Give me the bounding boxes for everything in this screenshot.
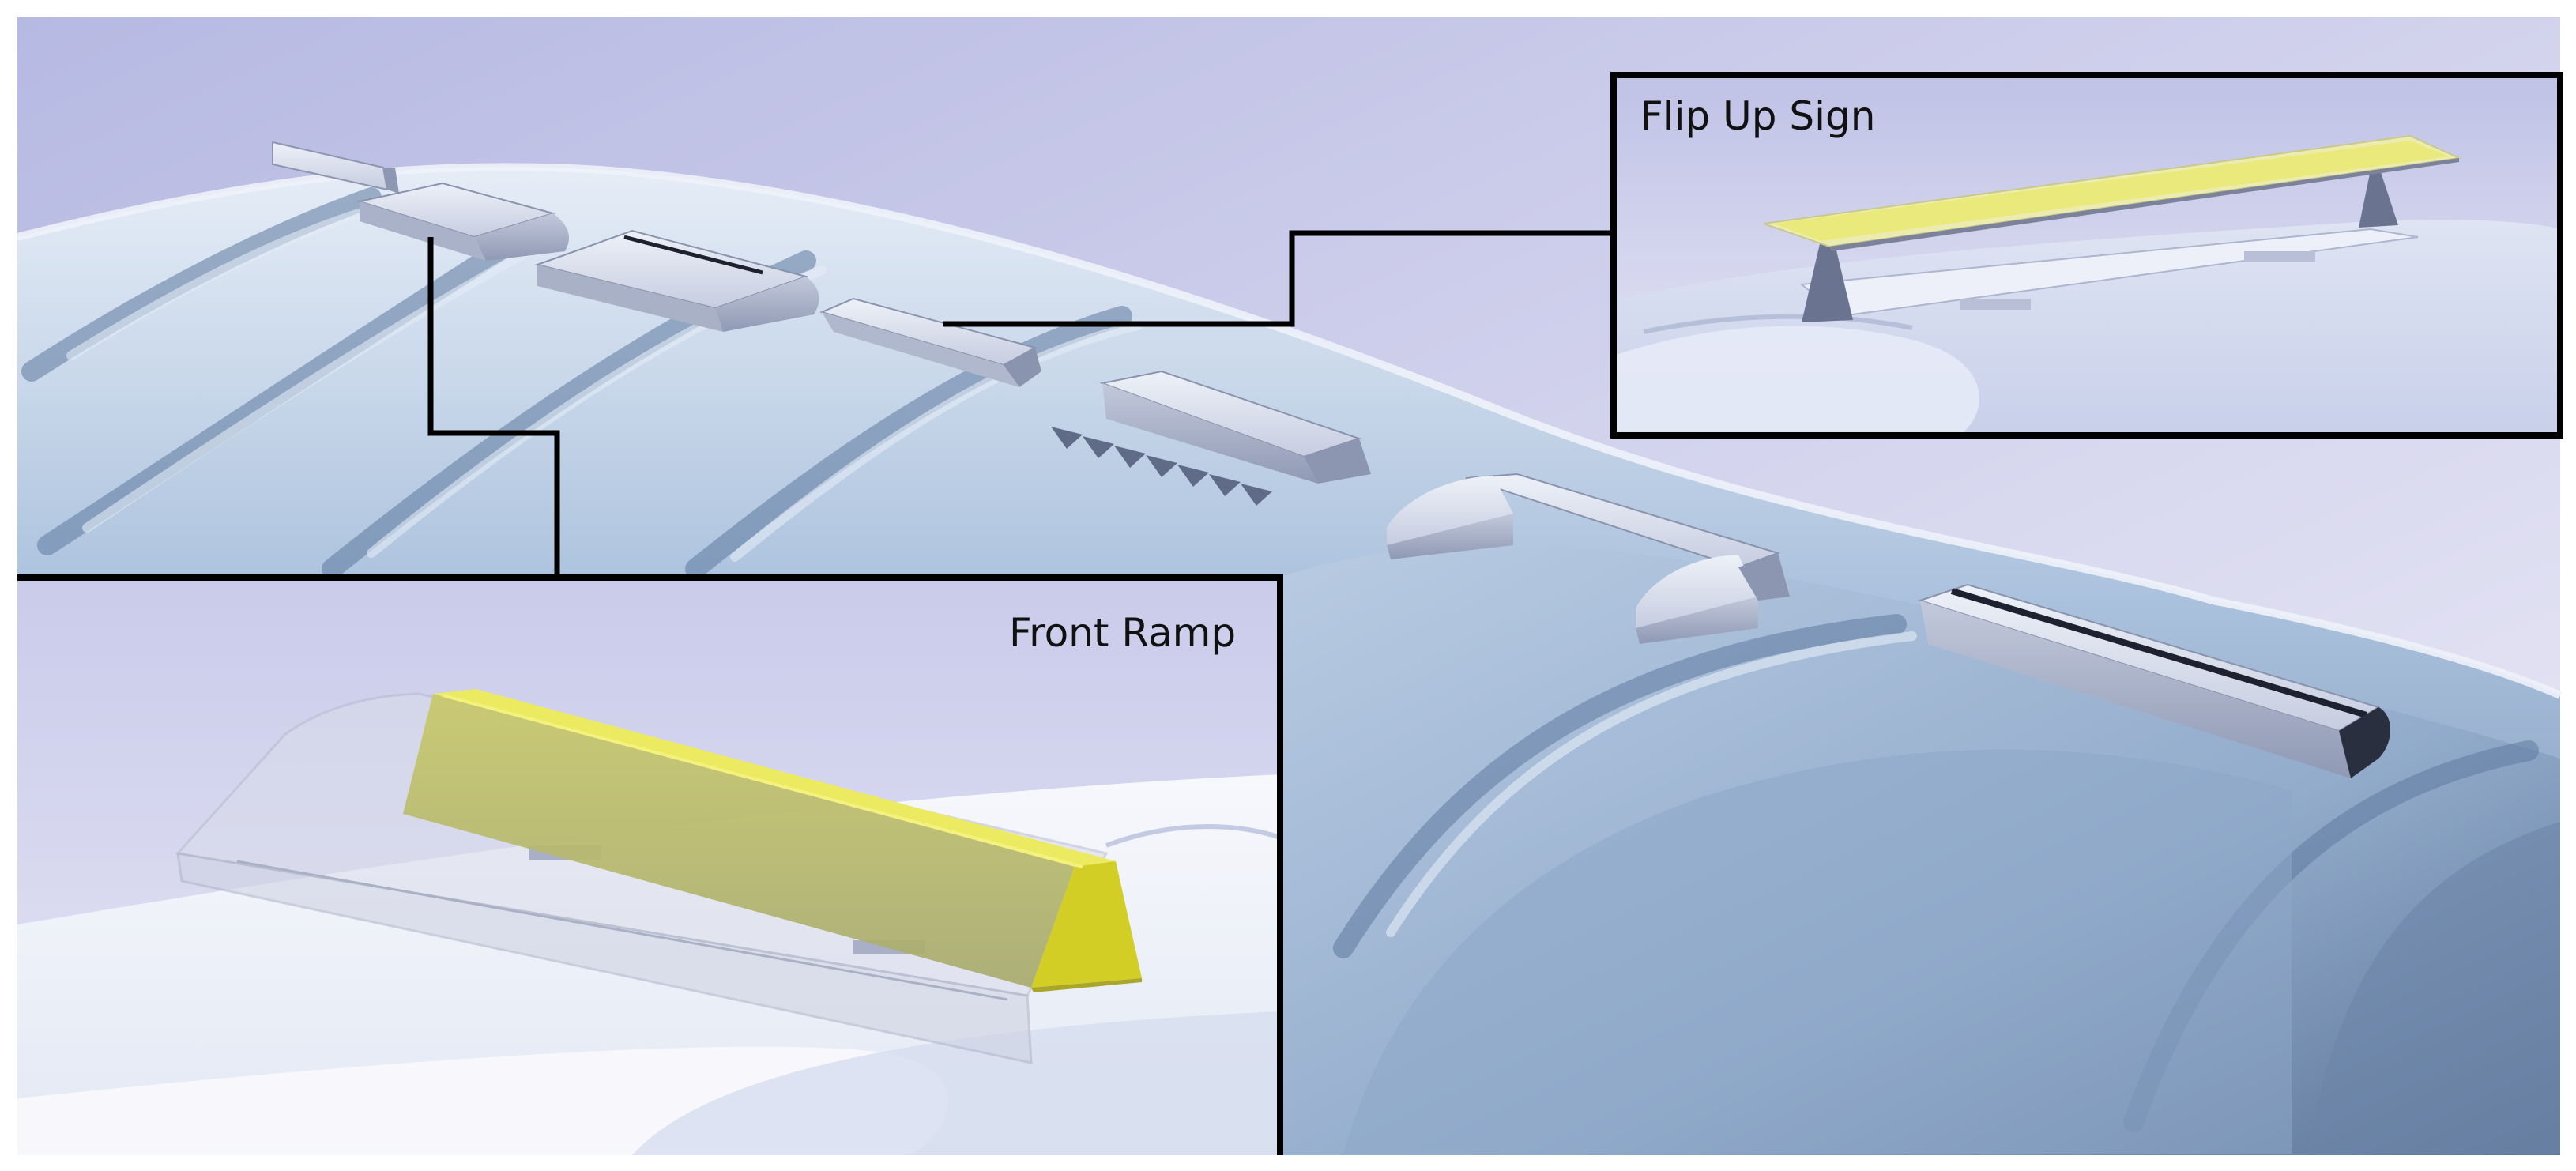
- front-ramp-inset: [17, 574, 1283, 1155]
- leader-lines: [427, 230, 1636, 636]
- flip-up-sign-label: Flip Up Sign: [1640, 93, 1876, 139]
- flip-up-sign-inset: [1610, 72, 2563, 439]
- ridge-blocks: [272, 141, 2390, 778]
- front-ramp-label: Front Ramp: [1009, 610, 1237, 656]
